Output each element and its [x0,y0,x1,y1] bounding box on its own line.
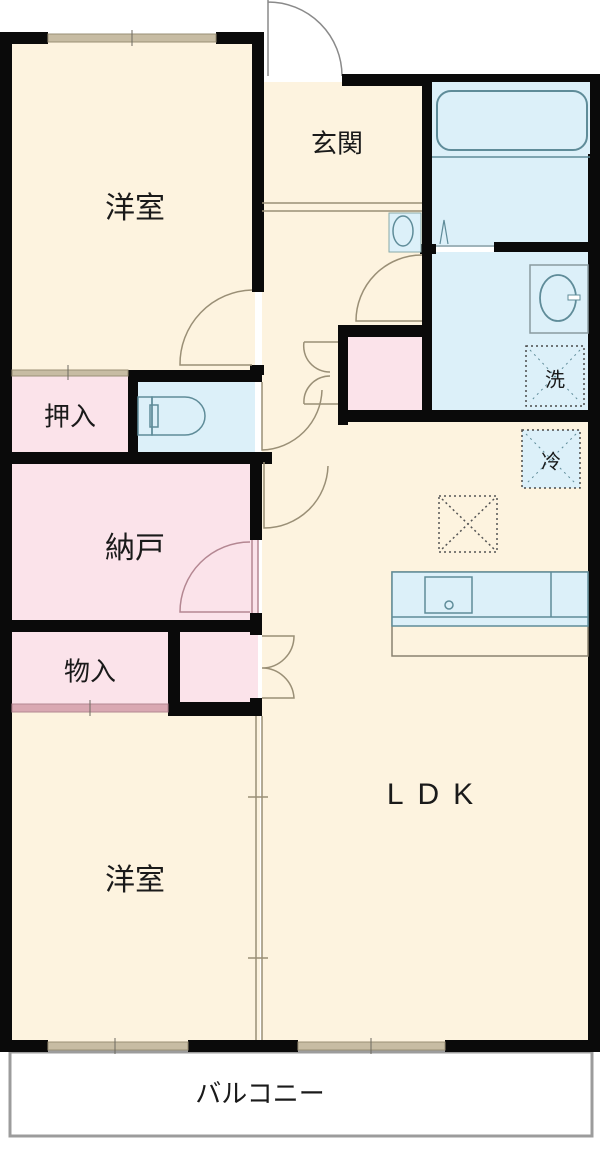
room-label-balcony: バルコニー [195,1079,325,1110]
room-label-ldk: LDK [386,778,488,811]
room-label-western-room-2: 洋室 [105,863,165,898]
balcony-floor [8,1050,594,1138]
fridge-label: 冷 [541,449,561,474]
toilet-icon [137,396,206,436]
closet-oshiire-floor [10,375,132,455]
partitions [248,202,422,1040]
room-label-closet-oshiire: 押入 [43,402,97,433]
small-closet-floor [178,630,258,712]
ldk-floor [262,412,590,1042]
range-hood-icon [438,495,498,553]
room-label-entrance: 玄関 [310,129,364,160]
room-label-storeroom-nando: 納戸 [105,531,165,566]
room-label-western-room-1: 洋室 [105,191,165,226]
toilet-floor [135,378,255,454]
washbasin-icon [529,264,589,334]
washer-icon [525,345,585,407]
western-room-1-floor [10,40,255,375]
entry-door-icon [267,0,343,77]
hall-sink-icon [388,212,422,253]
bathtub-icon [432,82,590,158]
hall-closet-floor [345,335,425,410]
kitchen-sink-icon [424,576,473,614]
faucet-icon [439,219,449,245]
kitchen-counter-icon [391,571,589,657]
walls [0,32,600,1052]
storeroom-floor [10,460,258,620]
door-swings [179,254,423,699]
windows [11,30,446,1054]
fridge-icon [521,429,581,489]
western-room-2-floor [10,712,260,1042]
washer-label: 洗 [545,367,565,392]
entrance-floor [262,82,430,204]
storage-monoire-floor [10,630,172,712]
room-label-storage-monoire: 物入 [63,657,117,688]
